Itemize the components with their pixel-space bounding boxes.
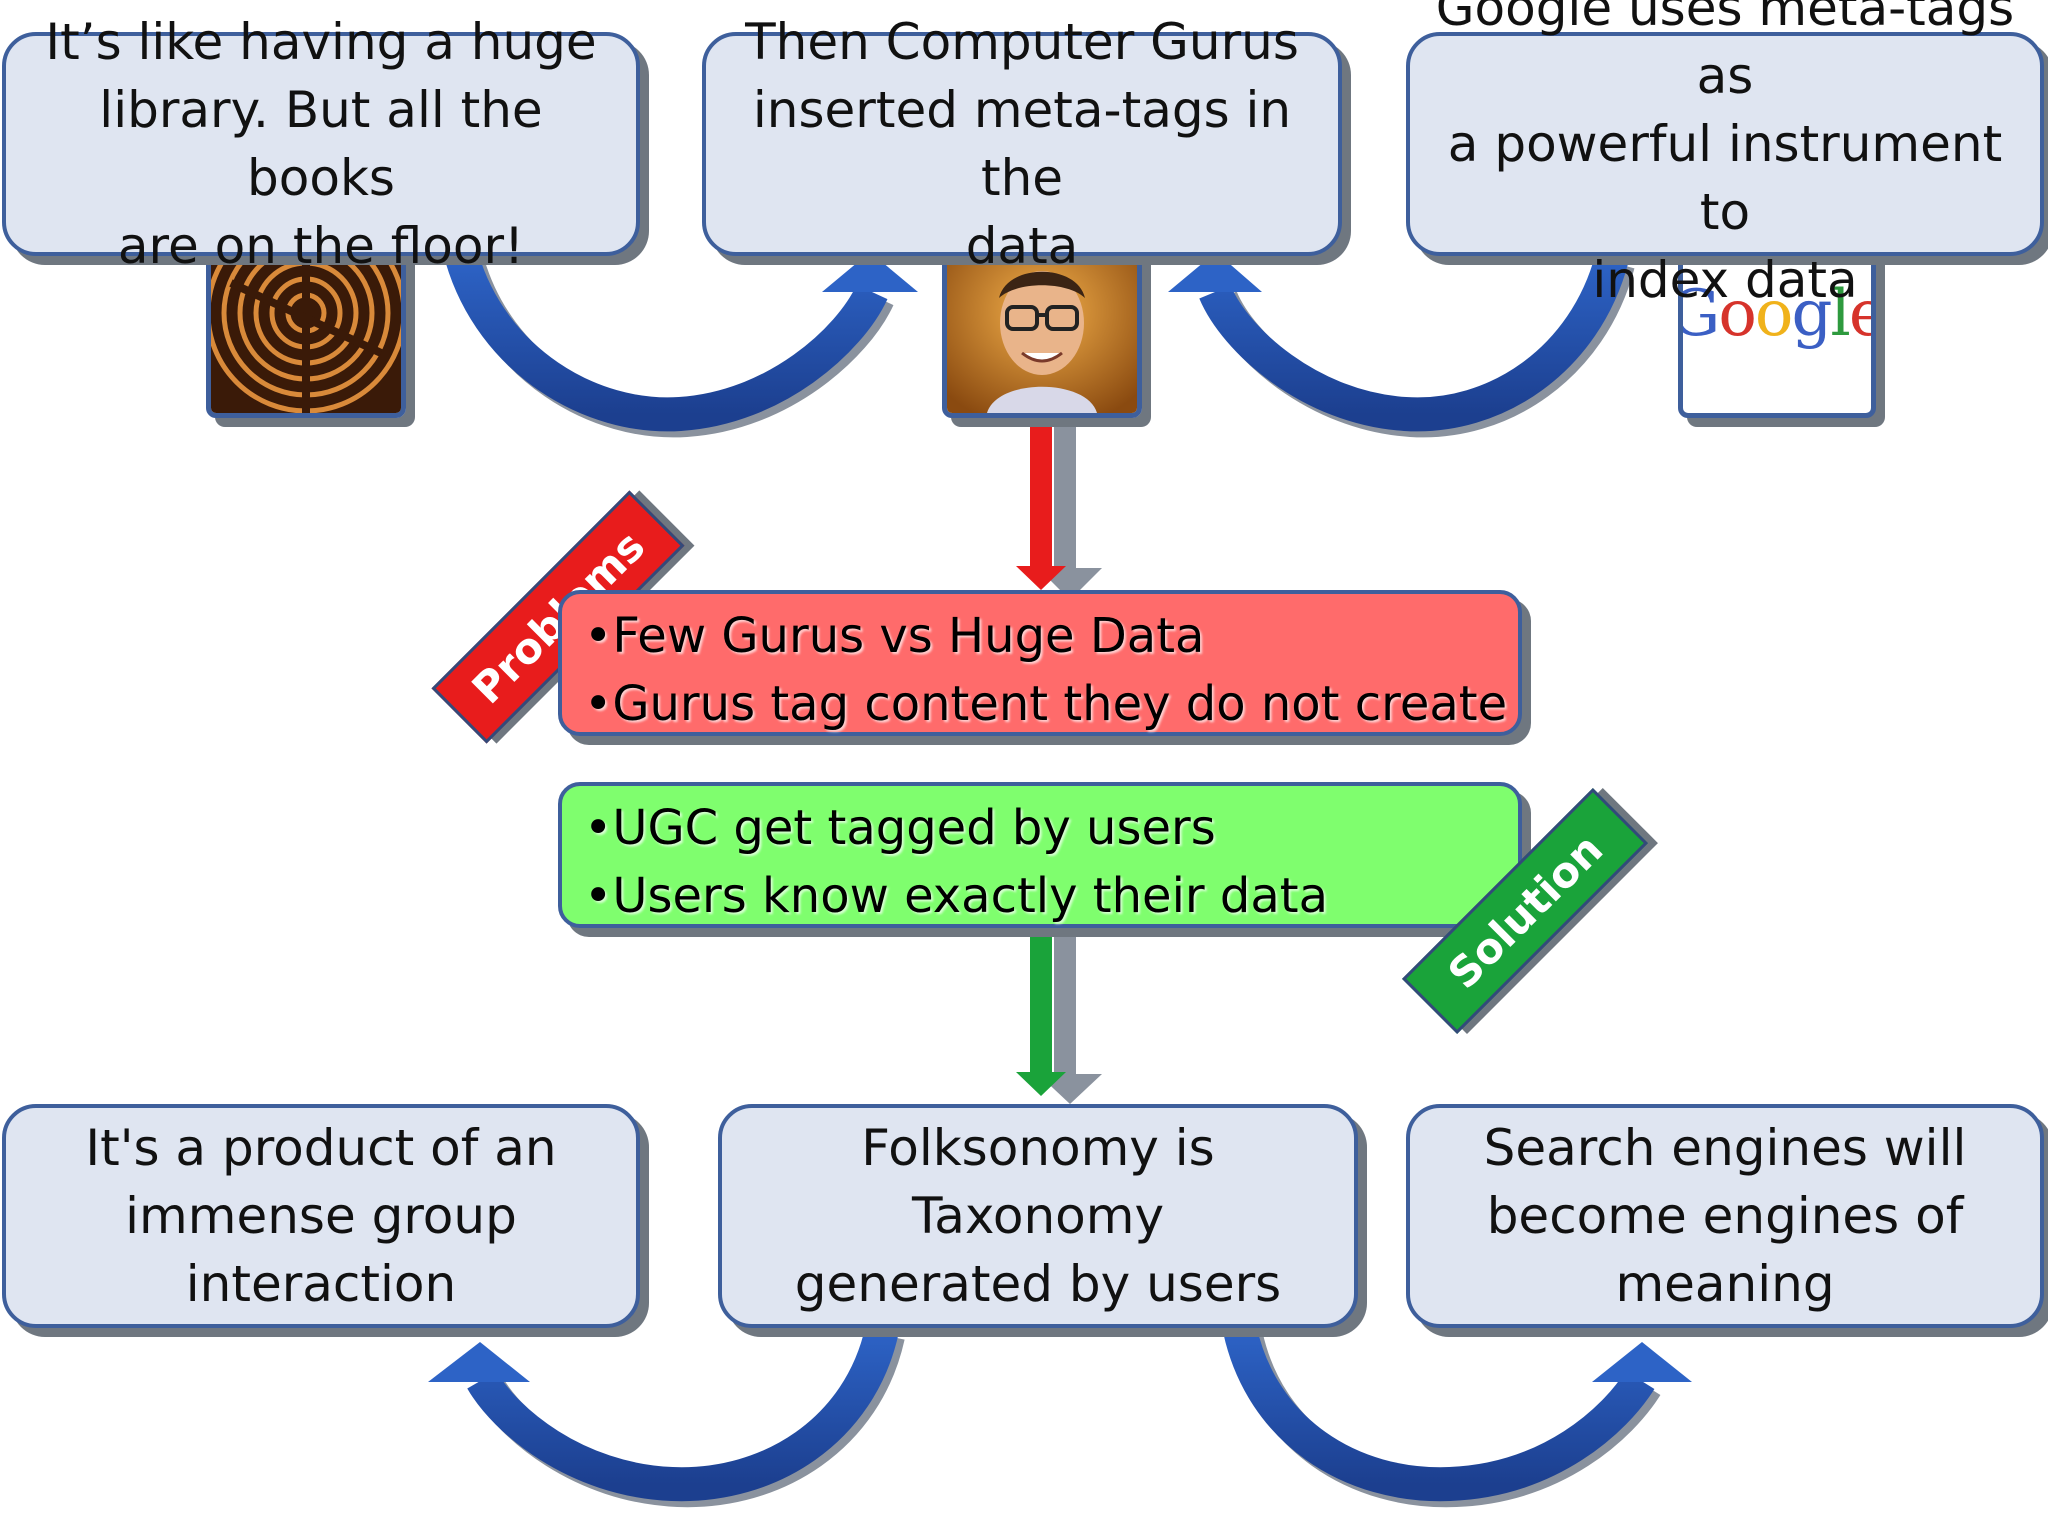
box-line: become engines of bbox=[1486, 1187, 1964, 1245]
google-logo: Google bbox=[1678, 238, 1876, 418]
solution-item: •Users know exactly their data bbox=[584, 868, 1329, 924]
box-line: data bbox=[965, 217, 1079, 275]
box-line: inserted meta-tags in the bbox=[752, 81, 1292, 207]
computer-guru-photo bbox=[942, 238, 1142, 418]
box-line: It's a product of an bbox=[85, 1119, 557, 1177]
top-box-library: It’s like having a huge library. But all… bbox=[2, 13, 640, 275]
red-down-arrow bbox=[1016, 418, 1102, 600]
box-line: It’s like having a huge bbox=[45, 13, 597, 71]
curved-arrow-2 bbox=[1168, 252, 1635, 438]
problem-item: •Gurus tag content they do not create bbox=[584, 676, 1508, 732]
box-line: Google uses meta-tags as bbox=[1435, 0, 2015, 105]
top-box-google: Google uses meta-tags as a powerful inst… bbox=[1406, 0, 2044, 309]
bottom-box-folksonomy: Folksonomy is Taxonomy generated by user… bbox=[718, 1104, 1358, 1328]
solution-item: •UGC get tagged by users bbox=[584, 800, 1216, 856]
google-letter: o bbox=[1754, 277, 1794, 351]
box-line: a powerful instrument to bbox=[1447, 115, 2003, 241]
curved-arrow-4 bbox=[1223, 1325, 1692, 1508]
box-line: generated by users bbox=[794, 1255, 1282, 1313]
curved-arrow-3 bbox=[428, 1325, 905, 1508]
bottom-box-search-engines: Search engines will become engines of me… bbox=[1406, 1104, 2044, 1328]
problems-box: •Few Gurus vs Huge Data •Gurus tag conte… bbox=[558, 590, 1522, 736]
box-line: meaning bbox=[1615, 1255, 1835, 1313]
box-line: Then Computer Gurus bbox=[745, 13, 1299, 71]
box-line: immense group bbox=[125, 1187, 517, 1245]
google-letter: l bbox=[1830, 277, 1851, 351]
box-line: are on the floor! bbox=[117, 217, 525, 275]
google-letter: g bbox=[1791, 277, 1832, 351]
box-line: library. But all the books bbox=[99, 81, 543, 207]
box-line: Search engines will bbox=[1483, 1119, 1967, 1177]
box-line: Folksonomy is Taxonomy bbox=[861, 1119, 1215, 1245]
box-line: interaction bbox=[185, 1255, 457, 1313]
box-line: index data bbox=[1592, 251, 1858, 309]
bottom-box-group-interaction: It's a product of an immense group inter… bbox=[2, 1104, 640, 1328]
top-box-gurus: Then Computer Gurus inserted meta-tags i… bbox=[702, 13, 1342, 275]
problem-item: •Few Gurus vs Huge Data bbox=[584, 608, 1205, 664]
solution-box: •UGC get tagged by users •Users know exa… bbox=[558, 782, 1522, 928]
green-down-arrow bbox=[1016, 934, 1102, 1104]
google-letter: G bbox=[1683, 277, 1720, 351]
google-letter: e bbox=[1849, 277, 1871, 351]
google-letter: o bbox=[1718, 277, 1757, 351]
curved-arrow-1 bbox=[445, 252, 918, 438]
